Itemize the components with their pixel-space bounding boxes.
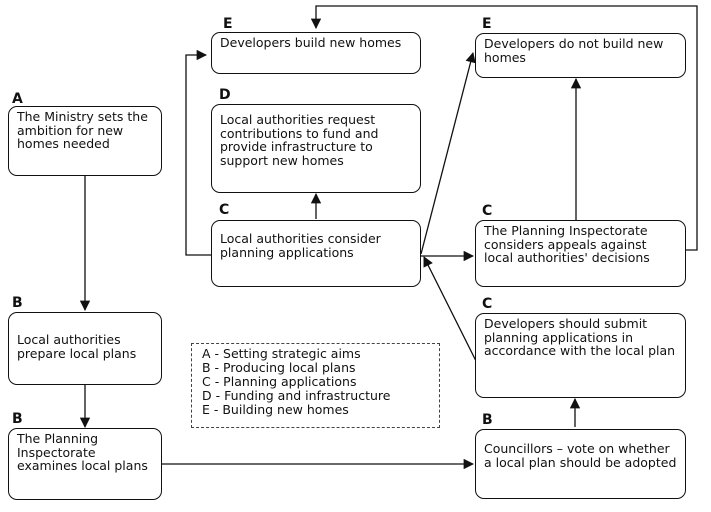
node-inspectorate-examines-plans-text: The Planning Inspectorate examines local…	[17, 431, 148, 473]
tag-b-councillors: B	[482, 412, 493, 428]
node-developers-not-build: Developers do not build new homes	[475, 33, 686, 78]
node-authorities-request-contributions: Local authorities request contributions …	[211, 104, 421, 193]
node-authorities-prepare-plans-text: Local authorities prepare local plans	[17, 332, 137, 361]
legend-item-c: C - Planning applications	[202, 374, 357, 389]
node-developers-not-build-text: Developers do not build new homes	[484, 36, 664, 65]
legend-item-b: B - Producing local plans	[202, 360, 356, 375]
node-councillors-vote-text: Councillors – vote on whether a local pl…	[484, 441, 677, 470]
node-councillors-vote: Councillors – vote on whether a local pl…	[475, 429, 686, 499]
legend-item-e: E - Building new homes	[202, 402, 349, 417]
node-developers-submit-text: Developers should submit planning applic…	[484, 316, 676, 358]
node-ministry-ambition-text: The Ministry sets the ambition for new h…	[17, 109, 148, 151]
arrow-appeals-to-build	[310, 5, 698, 251]
legend-box: A - Setting strategic aims B - Producing…	[191, 343, 440, 428]
node-inspectorate-appeals: The Planning Inspectorate considers appe…	[475, 220, 686, 287]
legend-item-d: D - Funding and infrastructure	[202, 388, 391, 403]
node-authorities-request-contributions-text: Local authorities request contributions …	[220, 112, 379, 168]
arrow-consider-to-not-build	[420, 51, 476, 255]
node-authorities-consider-applications-text: Local authorities consider planning appl…	[220, 231, 381, 260]
node-authorities-prepare-plans: Local authorities prepare local plans	[8, 312, 162, 385]
node-developers-submit: Developers should submit planning applic…	[475, 313, 686, 398]
arrow-submit-to-consider	[423, 256, 478, 364]
node-inspectorate-appeals-text: The Planning Inspectorate considers appe…	[484, 223, 650, 265]
node-inspectorate-examines-plans: The Planning Inspectorate examines local…	[8, 428, 162, 500]
tag-c-submit: C	[482, 296, 493, 312]
tag-e-not-build: E	[482, 16, 492, 32]
tag-d-request: D	[219, 87, 231, 103]
node-developers-build-text: Developers build new homes	[220, 35, 402, 50]
tag-b-examine: B	[12, 411, 23, 427]
tag-c-appeals: C	[482, 203, 493, 219]
arrow-consider-to-build	[185, 49, 211, 256]
node-ministry-ambition: The Ministry sets the ambition for new h…	[8, 106, 162, 176]
tag-b-prepare: B	[12, 295, 23, 311]
node-developers-build: Developers build new homes	[211, 32, 421, 74]
legend-item-a: A - Setting strategic aims	[202, 346, 361, 361]
tag-e-build: E	[223, 16, 233, 32]
tag-a: A	[12, 91, 23, 107]
node-authorities-consider-applications: Local authorities consider planning appl…	[211, 220, 421, 287]
tag-c-consider: C	[219, 202, 230, 218]
